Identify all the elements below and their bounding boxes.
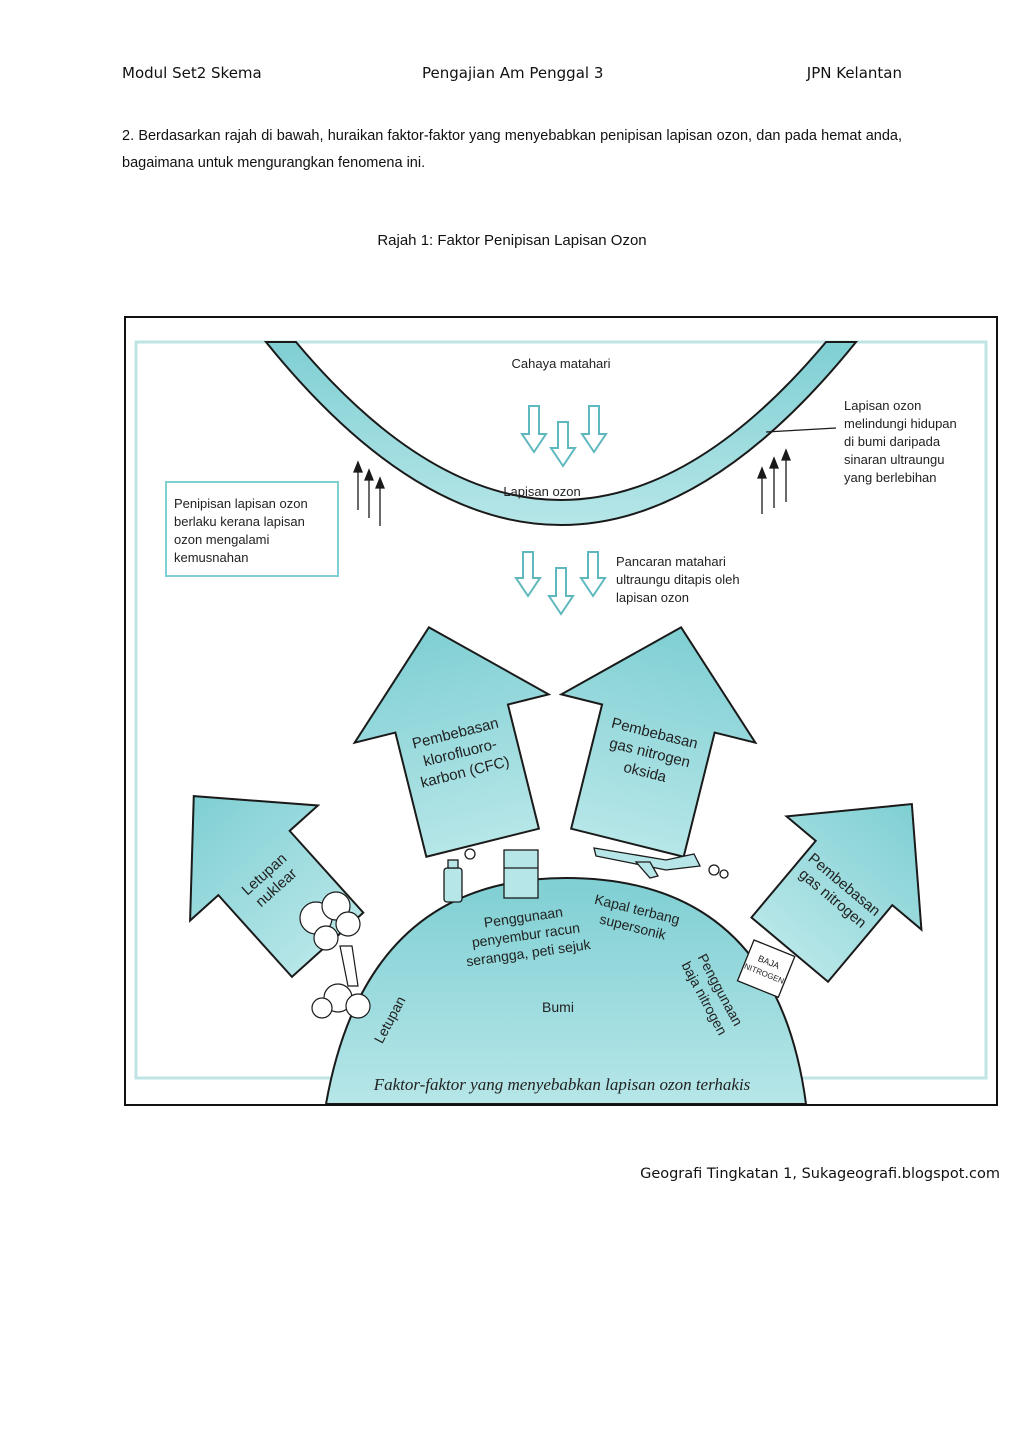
inner-caption: Faktor-faktor yang menyebabkan lapisan o… — [373, 1075, 751, 1094]
filtered-arrows — [514, 551, 607, 616]
footer-source: Geografi Tingkatan 1, Sukageografi.blogs… — [640, 1166, 1000, 1182]
sunlight-label: Cahaya matahari — [512, 356, 611, 371]
ozone-layer-label: Lapisan ozon — [503, 484, 580, 499]
depletion-line-1: Penipisan lapisan ozon — [174, 496, 308, 511]
earth-spray-group: Penggunaan penyembur racun serangga, pet… — [465, 904, 592, 970]
depletion-line-2: berlaku kerana lapisan — [174, 514, 305, 529]
arrow-no-oxide: Pembebasan gas nitrogen oksida — [558, 625, 758, 858]
earth-label: Bumi — [542, 999, 574, 1015]
question-text: 2. Berdasarkan rajah di bawah, huraikan … — [122, 128, 902, 171]
header-right: JPN Kelantan — [806, 64, 902, 82]
leader-line — [765, 427, 837, 433]
filtered-note-3: lapisan ozon — [616, 590, 689, 605]
depletion-line-3: ozon mengalami — [174, 532, 269, 547]
spray-can-icon — [443, 848, 476, 903]
down-arrow-icon — [580, 405, 608, 454]
protect-note-4: sinaran ultraungu — [844, 452, 944, 467]
fridge-icon — [503, 849, 539, 899]
down-arrow-icon — [547, 567, 575, 616]
arrow-nitrogen: Pembebasan gas nitrogen — [750, 802, 923, 984]
figure-caption: Rajah 1: Faktor Penipisan Lapisan Ozon — [377, 232, 647, 249]
earth — [324, 876, 808, 1104]
header-left: Modul Set2 Skema — [122, 64, 262, 82]
up-arrows-left — [353, 460, 385, 526]
down-arrow-icon — [514, 551, 542, 598]
fertilizer-bag-icon: BAJA NITROGEN — [736, 939, 796, 999]
depletion-line-4: kemusnahan — [174, 550, 248, 565]
down-arrow-icon — [579, 551, 607, 598]
filtered-note-2: ultraungu ditapis oleh — [616, 572, 740, 587]
jet-icon — [593, 847, 729, 879]
explosion-cloud-icon — [299, 891, 371, 1019]
arrow-cfc: Pembebasan klorofluoro- karbon (CFC) — [352, 625, 552, 858]
ozone-layer-band — [263, 341, 859, 526]
depletion-box — [165, 481, 339, 577]
header-center: Pengajian Am Penggal 3 — [422, 64, 604, 82]
ozone-diagram: Cahaya matahari Lapisan ozon Lapisan ozo… — [134, 340, 988, 1104]
down-arrow-icon — [549, 421, 577, 468]
up-arrows-right — [757, 448, 791, 514]
sunlight-arrows — [520, 405, 608, 468]
protect-note-3: di bumi daripada — [844, 434, 941, 449]
protect-note-1: Lapisan ozon — [844, 398, 921, 413]
filtered-note-1: Pancaran matahari — [616, 554, 726, 569]
protect-note-2: melindungi hidupan — [844, 416, 957, 431]
ozone-diagram-frame: Cahaya matahari Lapisan ozon Lapisan ozo… — [124, 316, 998, 1106]
down-arrow-icon — [520, 405, 548, 454]
protect-note-5: yang berlebihan — [844, 470, 937, 485]
